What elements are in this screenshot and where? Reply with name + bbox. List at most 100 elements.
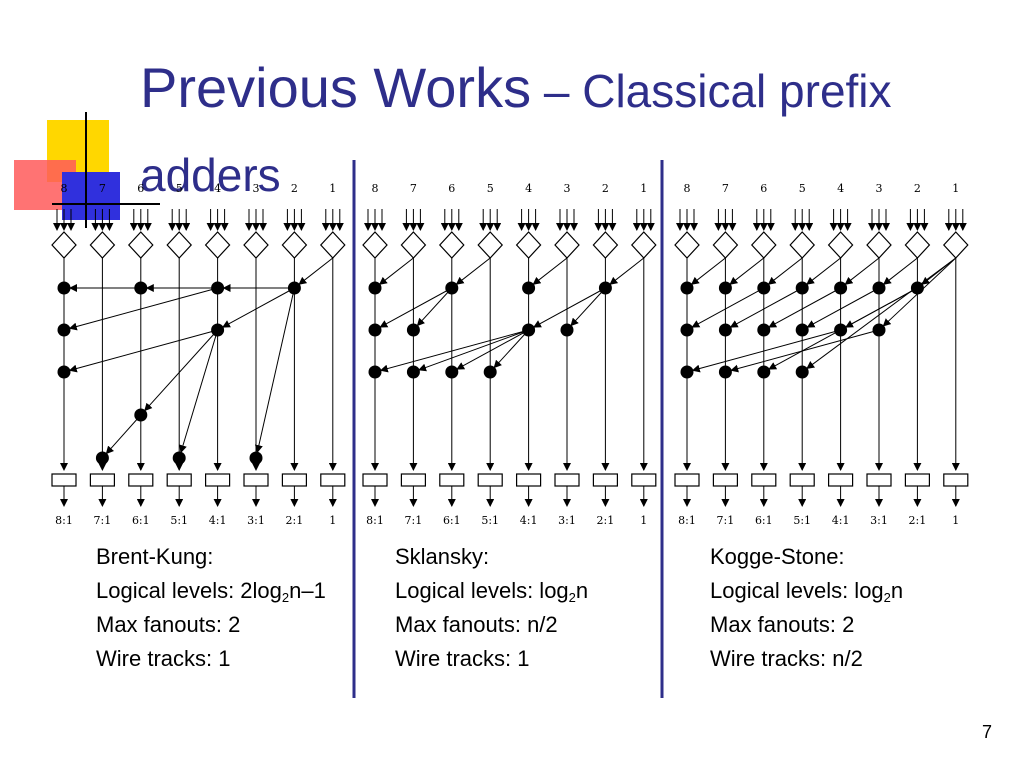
output-label: 5:1 [793,514,811,527]
pg-diamond [942,231,969,259]
prefix-node [95,451,109,465]
title-main: Previous Works [140,56,532,119]
caption-brent-kung: Brent-Kung: Logical levels: 2log2n–1 Max… [96,540,326,676]
pg-diamond [827,231,854,259]
caption-wires: Wire tracks: n/2 [710,646,863,671]
sum-box [866,473,892,487]
input-bit-label: 5 [799,182,806,195]
prefix-node [522,281,536,295]
prefix-edge [298,257,334,285]
prefix-node [718,365,732,379]
prefix-node [795,323,809,337]
output-label: 8:1 [678,514,696,527]
input-bit-label: 3 [564,182,571,195]
prefix-node [910,281,924,295]
caption-title: Brent-Kung: [96,544,214,569]
slide-decoration [14,112,160,228]
prefix-node [368,323,382,337]
input-bit-label: 2 [291,182,298,195]
prefix-node [287,281,301,295]
prefix-edge [767,257,803,285]
sum-box [631,473,657,487]
prefix-node [211,323,225,337]
output-label: 7:1 [717,514,735,527]
input-bit-label: 4 [214,182,221,195]
caption-levels: Logical levels: 2log2n–1 [96,578,326,605]
prefix-edge [68,329,218,373]
prefix-node [795,281,809,295]
input-bit-label: 7 [410,182,417,195]
caption-fanout: Max fanouts: 2 [96,612,241,637]
prefix-node [560,323,574,337]
prefix-node [757,281,771,295]
prefix-node [718,323,732,337]
pg-diamond [866,231,892,259]
input-bit-label: 6 [760,182,767,195]
prefix-node [57,365,71,379]
caption-levels: Logical levels: log2n [395,578,589,605]
pg-diamond [166,231,193,259]
sum-box [712,473,739,487]
sum-box [515,473,542,487]
prefix-edge [532,287,606,328]
sum-box [205,473,231,487]
title-rest: – Classical prefix adders [140,65,892,201]
prefix-node [134,408,148,422]
prefix-edge [455,257,491,285]
pg-diamond [127,231,154,259]
pg-diamond [89,231,116,259]
pg-diamond [400,231,427,259]
prefix-node [757,365,771,379]
prefix-node [834,281,848,295]
prefix-edge [609,257,645,285]
prefix-edge [254,287,295,454]
pg-diamond [630,231,657,259]
prefix-edge [105,414,142,455]
prefix-node [680,365,694,379]
input-bit-label: 2 [914,182,921,195]
prefix-node [368,281,382,295]
sum-box [751,473,777,487]
output-label: 6:1 [443,514,461,527]
pg-diamond [712,231,739,259]
sum-box [789,473,815,487]
output-label: 1 [640,514,647,527]
input-bit-label: 6 [448,182,455,195]
prefix-node [211,281,225,295]
input-bit-label: 1 [329,182,336,195]
prefix-edge [144,329,218,412]
prefix-node [483,365,497,379]
prefix-edge [418,329,529,372]
input-bit-label: 6 [137,182,144,195]
prefix-node [795,365,809,379]
prefix-edge [532,257,568,285]
pg-diamond [904,231,931,259]
pg-diamond [204,231,231,259]
pg-diamond [674,231,700,259]
prefix-edge [379,287,453,328]
prefix-node [445,281,459,295]
output-label: 2:1 [909,514,927,527]
prefix-edge [768,287,841,328]
input-bit-label: 4 [837,182,844,195]
sum-box [592,473,619,487]
sum-box [243,473,269,487]
sum-box [400,473,426,487]
output-label: 7:1 [94,514,112,527]
output-label: 1 [329,514,336,527]
slide-title: Previous Works – Classical prefix adders [140,52,1000,223]
pg-diamond [554,231,580,259]
sum-box [51,473,77,487]
sum-box [362,473,388,487]
pg-diamond [362,231,388,259]
prefix-edge [882,257,918,285]
prefix-edge [806,257,841,285]
prefix-edge [570,287,606,327]
sum-box [674,473,700,487]
sum-box [128,473,154,487]
prefix-node [872,281,886,295]
output-label: 8:1 [55,514,73,527]
sum-box [89,473,116,487]
prefix-node [598,281,612,295]
